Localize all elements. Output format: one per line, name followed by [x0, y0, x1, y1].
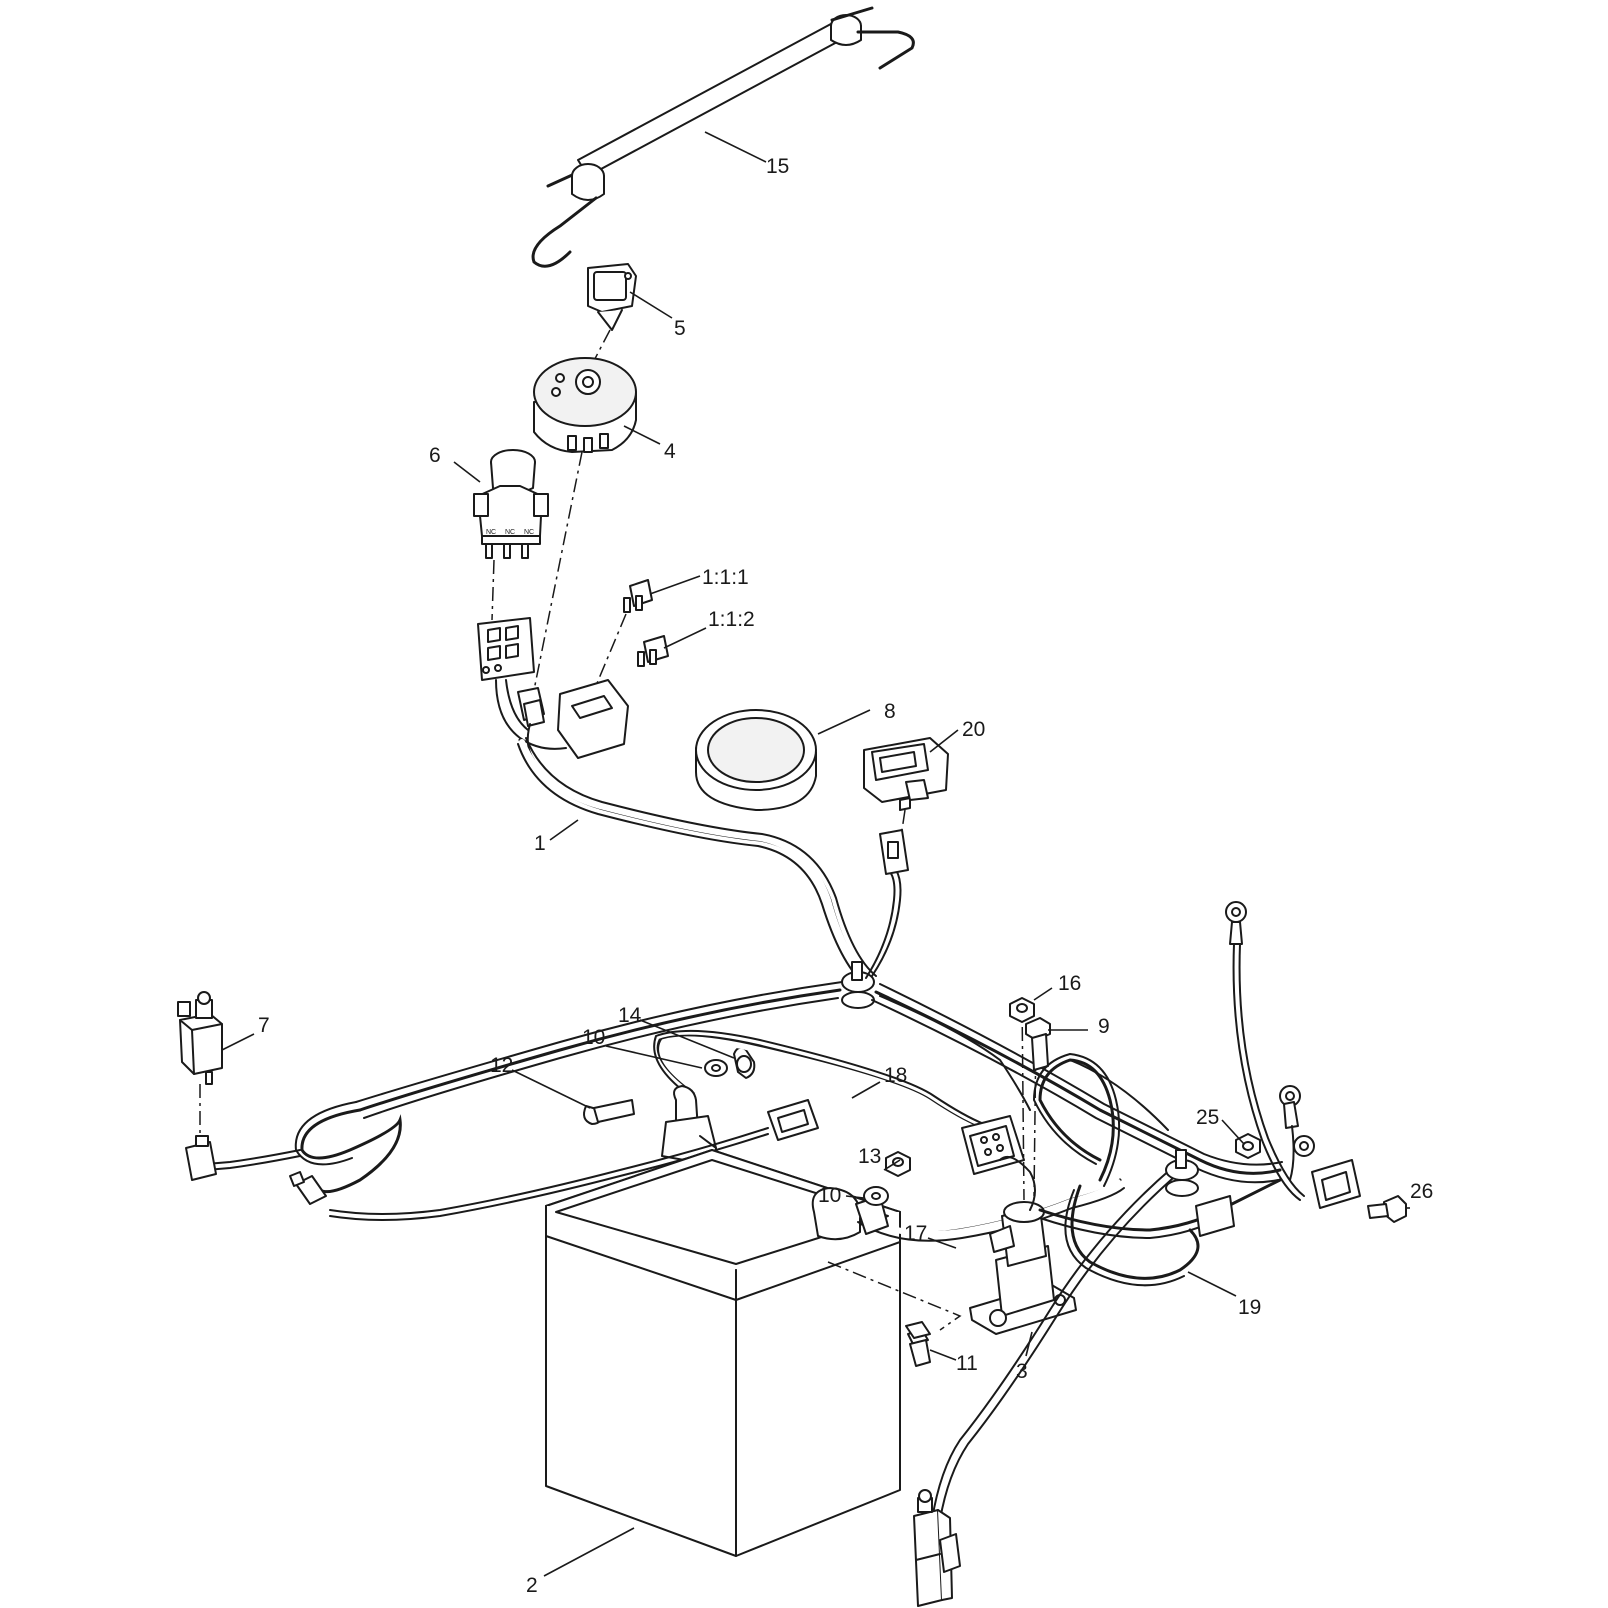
- part-19-harness: [931, 1052, 1282, 1521]
- part-4-ignition-switch: [533, 357, 637, 453]
- alignment-line-hour-meter: [901, 809, 906, 831]
- ground-wire: [1225, 901, 1361, 1209]
- callout-8: 8: [884, 700, 896, 723]
- callout-26: 26: [1410, 1180, 1433, 1203]
- callout-13: 13: [858, 1145, 881, 1168]
- callout-6: 6: [429, 444, 441, 467]
- callout-11: 11: [956, 1352, 978, 1375]
- callout-16: 16: [1058, 972, 1081, 995]
- callout-1-1-1: 1:1:1: [702, 566, 749, 589]
- part-8-round-pad: [695, 709, 817, 811]
- alignment-line-nut-16: [1021, 999, 1025, 1201]
- alignment-line-bolt-11: [827, 1261, 962, 1331]
- callout-labels: 15 5 4 6 1:1:1 1:1:2 8 20 1 7 12 10 14 1…: [258, 155, 1433, 1597]
- callout-17: 17: [904, 1222, 927, 1245]
- alignment-line-ignition: [531, 451, 583, 701]
- part-12-bolt: [583, 1099, 635, 1125]
- switch-marking-nc: NC: [505, 529, 515, 536]
- callout-2: 2: [526, 1574, 538, 1597]
- part-14-wing-nut: [733, 1046, 756, 1079]
- callout-20: 20: [962, 718, 985, 741]
- part-10-washer-middle: [863, 1186, 889, 1206]
- leader-lines: [221, 131, 1410, 1577]
- callout-18: 18: [884, 1064, 907, 1087]
- part-10-washer-top: [704, 1059, 728, 1077]
- callout-10: 10: [818, 1184, 841, 1207]
- callout-4: 4: [664, 440, 676, 463]
- part-1-1-1-fuse: [623, 579, 653, 613]
- part-26-bolt: [1367, 1195, 1407, 1223]
- part-2-battery: [545, 1149, 901, 1557]
- alignment-line-fuse: [589, 613, 627, 701]
- callout-25: 25: [1196, 1106, 1219, 1129]
- part-25-nut: [1235, 1133, 1261, 1159]
- alignment-line-pto: [491, 559, 495, 621]
- callout-10: 10: [582, 1026, 605, 1049]
- part-3-starter-solenoid: [969, 1156, 1077, 1335]
- part-1-1-2-fuse: [637, 635, 669, 667]
- part-20-hour-meter: [863, 737, 949, 811]
- part-13-nut: [885, 1151, 911, 1177]
- callout-19: 19: [1238, 1296, 1261, 1319]
- part-5-ignition-key: [587, 263, 637, 331]
- callout-12: 12: [490, 1054, 513, 1077]
- part-16-hex-nut: [1009, 997, 1035, 1023]
- callout-1: 1: [534, 832, 546, 855]
- callout-14: 14: [618, 1004, 642, 1027]
- part-11-bolt: [905, 1321, 931, 1367]
- switch-marking-nc: NC: [524, 529, 534, 536]
- callout-1-1-2: 1:1:2: [708, 608, 755, 631]
- callout-15: 15: [766, 155, 789, 178]
- callout-9: 9: [1098, 1015, 1110, 1038]
- switch-marking-nc: NC: [486, 529, 496, 536]
- callout-3: 3: [1016, 1360, 1028, 1383]
- part-15-bracket-rod: [531, 6, 915, 268]
- callout-5: 5: [674, 317, 686, 340]
- callout-7: 7: [258, 1014, 270, 1037]
- seat-sensor-switch: [913, 1489, 961, 1607]
- part-6-pto-switch: NC NC NC: [473, 449, 549, 559]
- connector-plug: [329, 1099, 819, 1221]
- part-1-wiring-harness: [185, 617, 1283, 1205]
- part-7-relay: [177, 991, 223, 1085]
